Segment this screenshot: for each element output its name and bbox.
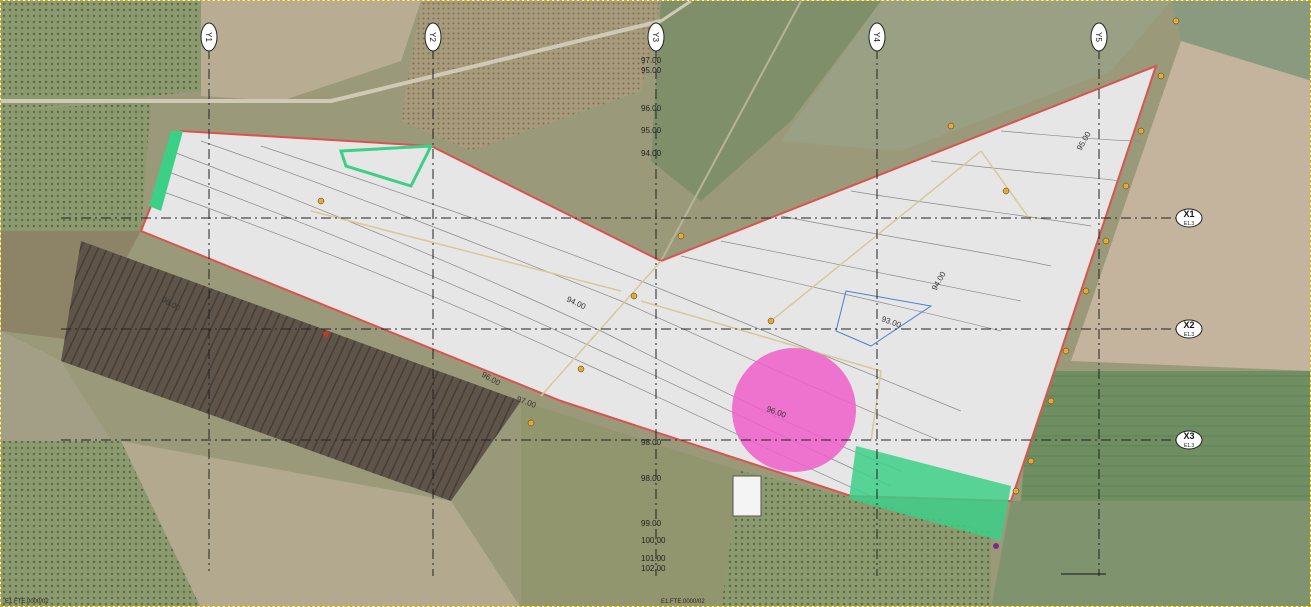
elevation-label: 99.00 bbox=[641, 519, 662, 528]
elevation-labels: 97.00 95.00 96.00 95.00 94.00 98.00 98.0… bbox=[641, 56, 666, 573]
road bbox=[1, 19, 662, 103]
green-edge bbox=[338, 144, 434, 188]
olive-grove bbox=[1, 1, 201, 111]
grid-row-sub: E1.3 bbox=[1184, 443, 1195, 449]
grid-column-label: Y2 bbox=[428, 32, 437, 42]
grid-column-label: Y4 bbox=[872, 32, 881, 42]
olive-grove bbox=[721, 471, 991, 606]
elevation-label: 101.00 bbox=[641, 554, 666, 563]
grid-column-label: Y3 bbox=[651, 32, 660, 42]
elevation-label: 98.00 bbox=[641, 438, 662, 447]
substation[interactable] bbox=[732, 475, 762, 517]
field bbox=[201, 1, 421, 101]
highlight-zone[interactable] bbox=[732, 348, 856, 472]
grid-column-label: Y5 bbox=[1094, 32, 1103, 42]
field bbox=[521, 401, 741, 606]
olive-grove bbox=[1, 101, 151, 231]
grid-column-headers: Y1 Y2 Y3 Y4 Y5 bbox=[200, 22, 1108, 52]
plot-area[interactable] bbox=[139, 64, 1158, 503]
field bbox=[1171, 1, 1310, 81]
boundary-polygon bbox=[835, 290, 933, 347]
road bbox=[660, 1, 692, 23]
grid-row-label: X2 bbox=[1183, 320, 1194, 330]
elevation-label: 94.00 bbox=[641, 149, 662, 158]
elevation-label: 96.00 bbox=[641, 104, 662, 113]
grid-row-sub: E1.3 bbox=[1184, 221, 1195, 227]
boundary-points bbox=[317, 17, 1180, 495]
grid-row-sub: E1.3 bbox=[1184, 332, 1195, 338]
grid-lines bbox=[61, 29, 1176, 576]
elevation-label: 95.00 bbox=[641, 66, 662, 75]
field bbox=[121, 441, 520, 606]
green-edge bbox=[149, 131, 183, 211]
field bbox=[1, 331, 111, 441]
footer-ref-right: E1.FTE.0000/02 bbox=[661, 599, 705, 605]
olive-grove bbox=[1, 441, 201, 606]
elevation-label: 95.00 bbox=[641, 126, 662, 135]
elevation-label: 102.00 bbox=[641, 564, 666, 573]
elevation-label: 100.00 bbox=[641, 536, 666, 545]
internal-paths bbox=[310, 150, 1032, 442]
marker-point bbox=[993, 543, 999, 549]
field bbox=[991, 501, 1310, 606]
grid-column-label: Y1 bbox=[204, 32, 213, 42]
grid-row-label: X1 bbox=[1183, 209, 1194, 219]
field bbox=[651, 1, 881, 201]
marker-point bbox=[323, 331, 329, 337]
ploughed-field bbox=[61, 241, 521, 501]
footer-ref-left: E1.FTE.0000/02 bbox=[5, 599, 49, 605]
elevation-label: 97.00 bbox=[641, 56, 662, 65]
field bbox=[1071, 41, 1310, 371]
green-zone[interactable] bbox=[849, 446, 1011, 541]
grid-row-label: X3 bbox=[1183, 431, 1194, 441]
field bbox=[1021, 371, 1310, 501]
elevation-label: 98.00 bbox=[641, 474, 662, 483]
